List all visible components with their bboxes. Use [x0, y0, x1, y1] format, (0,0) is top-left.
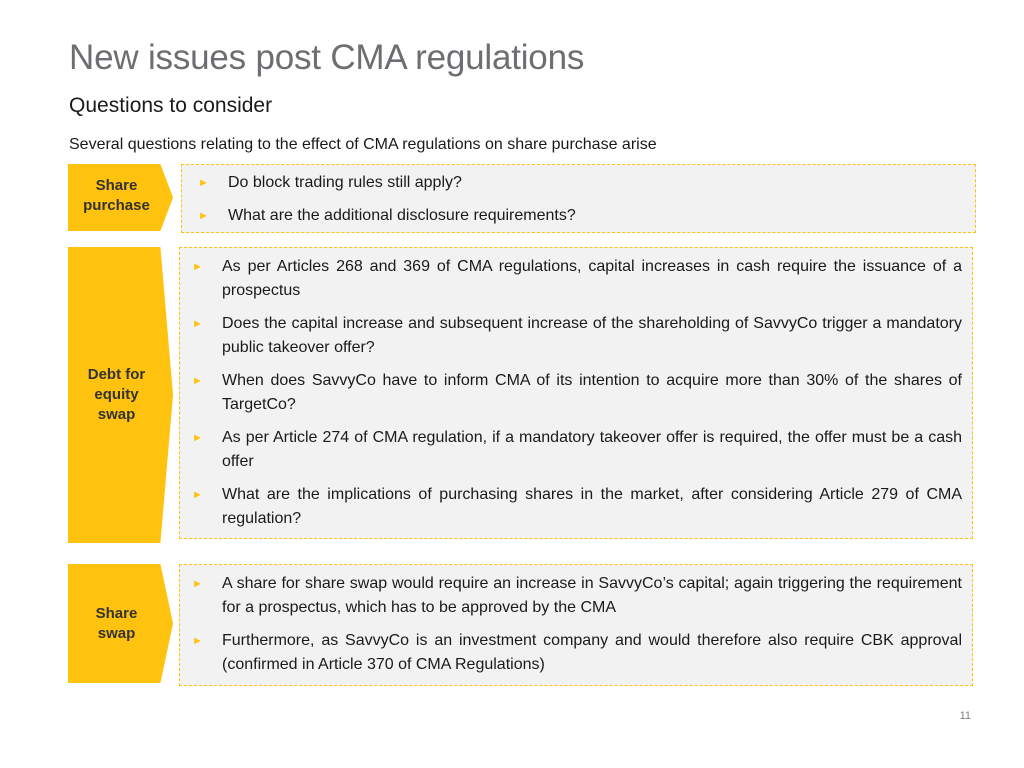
- list-item: ► Do block trading rules still apply?: [198, 171, 955, 195]
- page-number: 11: [959, 710, 971, 722]
- list-item: ► Does the capital increase and subseque…: [192, 312, 962, 360]
- bullet-text: A share for share swap would require an …: [222, 575, 962, 616]
- section-box-share-purchase: ► Do block trading rules still apply? ► …: [181, 164, 976, 233]
- bullet-text: When does SavvyCo have to inform CMA of …: [222, 372, 962, 413]
- bullet-text: As per Articles 268 and 369 of CMA regul…: [222, 258, 962, 299]
- section-label-debt-for-equity-swap: Debt for equity swap: [68, 247, 173, 543]
- list-item: ► A share for share swap would require a…: [192, 572, 962, 620]
- page-title: New issues post CMA regulations: [69, 38, 585, 77]
- bullet-list: ► As per Articles 268 and 369 of CMA reg…: [180, 248, 972, 531]
- list-item: ► What are the additional disclosure req…: [198, 204, 955, 228]
- list-item: ► Furthermore, as SavvyCo is an investme…: [192, 629, 962, 677]
- bullet-arrow-icon: ►: [192, 432, 203, 444]
- bullet-arrow-icon: ►: [192, 318, 203, 330]
- list-item: ► When does SavvyCo have to inform CMA o…: [192, 369, 962, 417]
- section-label-text: Debt for equity swap: [87, 366, 146, 423]
- bullet-list: ► A share for share swap would require a…: [180, 565, 972, 677]
- bullet-text: What are the additional disclosure requi…: [228, 207, 576, 224]
- list-item: ► As per Articles 268 and 369 of CMA reg…: [192, 255, 962, 303]
- bullet-text: Does the capital increase and subsequent…: [222, 315, 962, 356]
- bullet-list: ► Do block trading rules still apply? ► …: [182, 165, 975, 228]
- section-box-share-swap: ► A share for share swap would require a…: [179, 564, 973, 686]
- bullet-arrow-icon: ►: [192, 375, 203, 387]
- section-label-share-purchase: Share purchase: [68, 164, 173, 231]
- section-label-text: Share swap: [95, 604, 138, 642]
- bullet-arrow-icon: ►: [192, 261, 203, 273]
- bullet-arrow-icon: ►: [198, 177, 209, 189]
- section-box-debt-for-equity-swap: ► As per Articles 268 and 369 of CMA reg…: [179, 247, 973, 539]
- section-label-share-swap: Share swap: [68, 564, 173, 683]
- page-subtitle: Questions to consider: [69, 94, 273, 117]
- bullet-arrow-icon: ►: [192, 489, 203, 501]
- bullet-text: As per Article 274 of CMA regulation, if…: [222, 429, 962, 470]
- list-item: ► As per Article 274 of CMA regulation, …: [192, 426, 962, 474]
- intro-text: Several questions relating to the effect…: [69, 136, 657, 153]
- bullet-arrow-icon: ►: [198, 210, 209, 222]
- bullet-text: Furthermore, as SavvyCo is an investment…: [222, 632, 962, 673]
- bullet-arrow-icon: ►: [192, 578, 203, 590]
- bullet-text: What are the implications of purchasing …: [222, 486, 962, 527]
- section-label-text: Share purchase: [83, 177, 150, 214]
- list-item: ► What are the implications of purchasin…: [192, 483, 962, 531]
- bullet-text: Do block trading rules still apply?: [228, 174, 462, 191]
- bullet-arrow-icon: ►: [192, 635, 203, 647]
